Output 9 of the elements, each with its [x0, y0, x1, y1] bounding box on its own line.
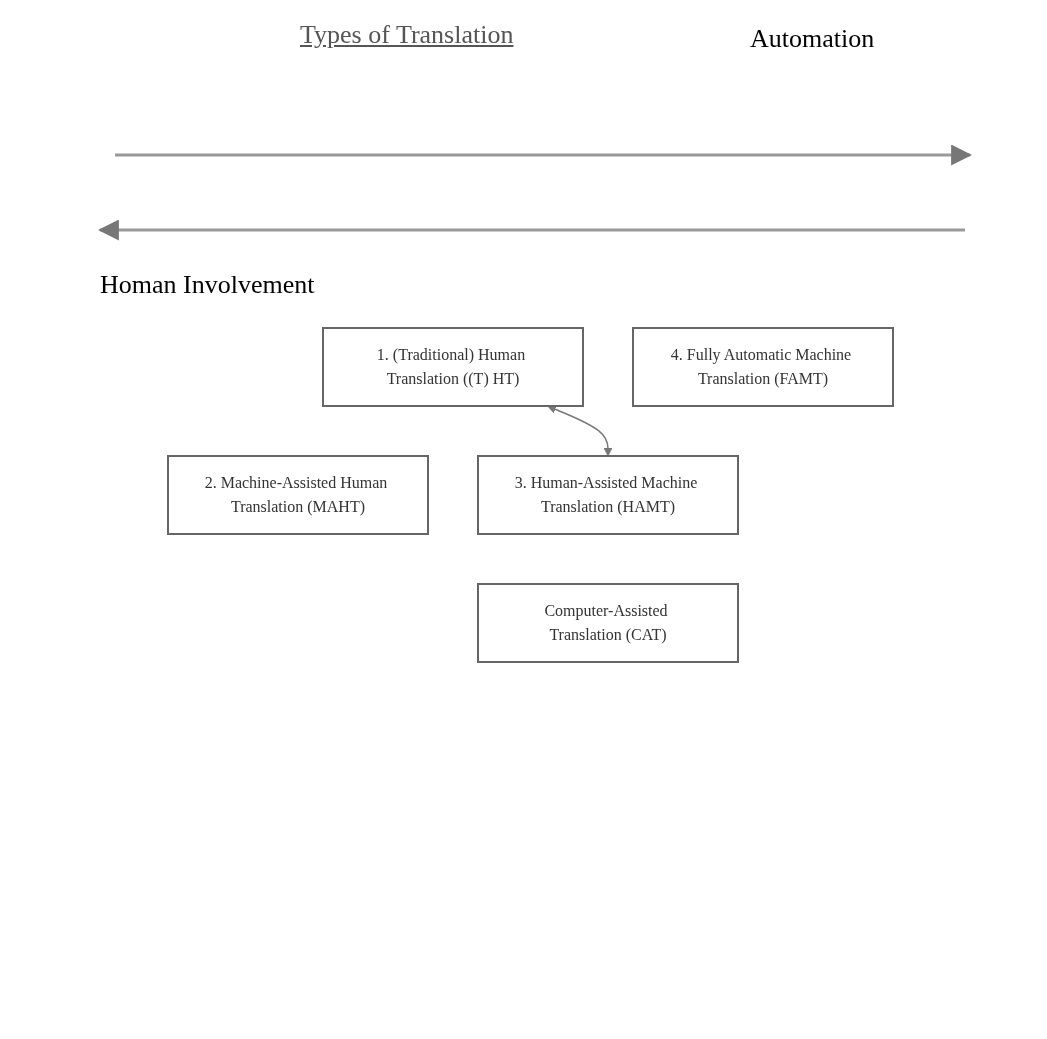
arrow	[546, 405, 612, 457]
diagram-title: Types of Translation	[300, 20, 514, 50]
node-box: 4. Fully Automatic Machine Translation (FAMT)	[631, 327, 894, 407]
node-box: 2. Machine-Assisted Human Translation (MAHT)	[166, 455, 429, 535]
axis-label: Automation	[750, 24, 875, 54]
node-box: 3. Human-Assisted Machine Translation (HAMT)	[476, 455, 739, 535]
axis-label: Homan Involvement	[100, 270, 315, 300]
node-box: Computer-Assisted Translation (CAT)	[476, 583, 739, 663]
node-box: 1. (Traditional) Human Translation ((T) HT)	[321, 327, 584, 407]
